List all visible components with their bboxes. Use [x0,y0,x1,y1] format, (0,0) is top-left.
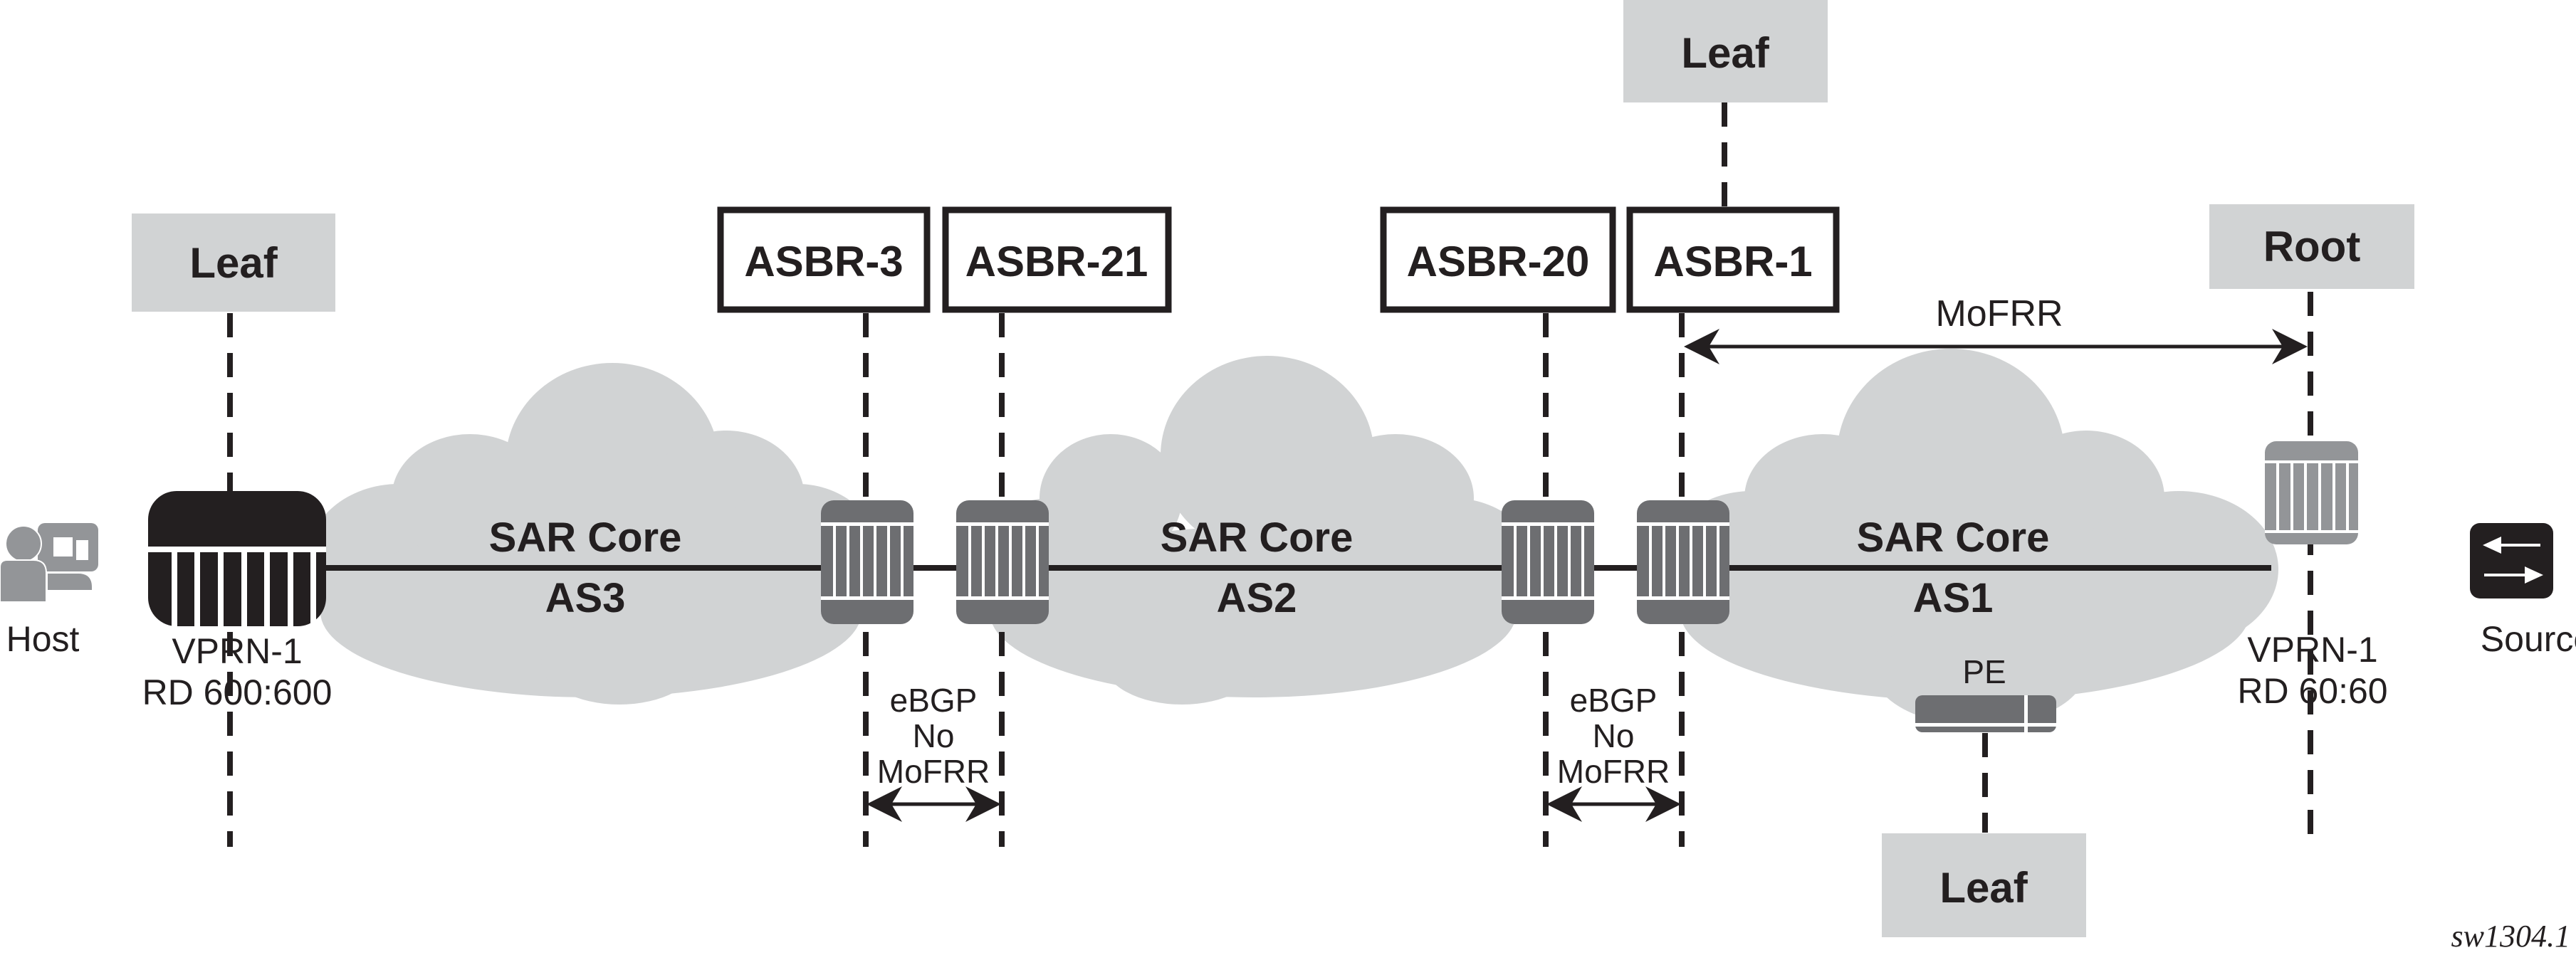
host-icon [0,523,98,603]
router-pe-icon [1915,695,2056,732]
cloud-as1-line1: SAR Core [1857,515,2050,561]
cloud-as2-line1: SAR Core [1161,515,1354,561]
router-vprn-right-icon [2265,441,2358,544]
ebgp-right-line1: eBGP [1570,682,1658,719]
ebgp-right-line2: No [1593,717,1635,754]
pe-label: PE [1962,653,2006,690]
root-box: Root [2209,204,2414,289]
ebgp-left-line3: MoFRR [877,753,990,790]
vprn-right-line2: RD 60:60 [2237,671,2387,711]
asbr21-label: ASBR-21 [965,238,1148,285]
leaf-top-box: Leaf [1623,0,1828,102]
asbr20-box [1380,206,1616,313]
router-asbr21-icon [956,500,1049,624]
leaf-bottom-label: Leaf [1939,864,2028,912]
asbr3-box [717,206,931,313]
ebgp-left-line2: No [913,717,955,754]
cloud-as2-line2: AS2 [1217,575,1297,621]
leaf-bottom-box: Leaf [1882,833,2086,937]
leaf-top-label: Leaf [1681,29,1769,77]
source-label: Source [2481,619,2576,659]
router-vprn-left-icon [148,491,326,626]
figure-caption: sw1304.1 [2451,919,2570,954]
cloud-as3-line1: SAR Core [489,515,682,561]
ebgp-right-line3: MoFRR [1557,753,1670,790]
asbr20-label: ASBR-20 [1407,238,1590,285]
ebgp-left-line1: eBGP [890,682,978,719]
cloud-as3-line2: AS3 [545,575,626,621]
host-label: Host [6,619,80,659]
switch-icon [2470,523,2553,598]
router-asbr20-icon [1502,500,1594,624]
asbr1-label: ASBR-1 [1653,238,1812,285]
router-asbr1-icon [1637,500,1729,624]
vprn-left-line1: VPRN-1 [172,631,302,671]
vprn-left-line2: RD 600:600 [142,672,333,712]
cloud-as1-line2: AS1 [1913,575,1994,621]
asbr1-box [1626,206,1840,313]
asbr21-box [942,206,1172,313]
root-label: Root [2263,223,2361,270]
leaf-left-box: Leaf [132,213,335,312]
vprn-right-line1: VPRN-1 [2247,630,2377,670]
router-asbr3-icon [821,500,913,624]
leaf-left-label: Leaf [189,239,278,287]
asbr3-label: ASBR-3 [744,238,903,285]
mofrr-label: MoFRR [1935,293,2063,334]
